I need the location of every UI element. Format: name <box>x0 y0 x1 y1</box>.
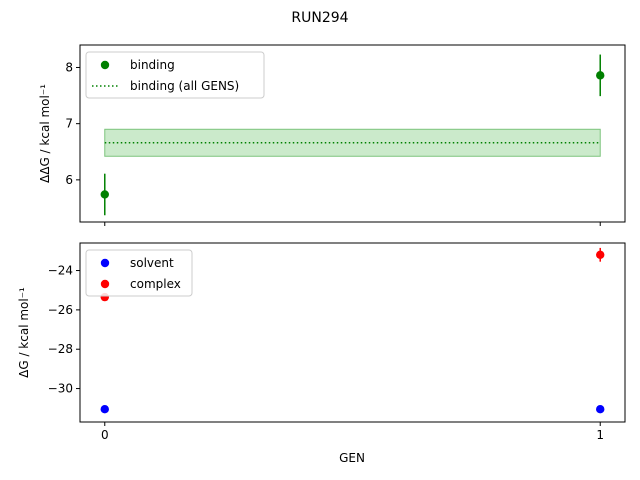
top-y-tick-label: 7 <box>65 117 73 131</box>
top-binding-legend-marker <box>100 60 110 70</box>
bottom-legend-box <box>85 249 193 297</box>
top-binding-point <box>596 71 605 80</box>
top-y-tick-label: 8 <box>65 60 73 74</box>
bottom-y-tick-label: −26 <box>48 303 73 317</box>
bottom-solvent-legend-label: solvent <box>130 256 174 270</box>
bottom-solvent-point <box>100 405 109 414</box>
bottom-y-tick-label: −24 <box>48 264 73 278</box>
bottom-solvent-point <box>596 405 605 414</box>
bottom-panel: −30 −28 −26 −24 0 1 ΔG / kcal mol⁻¹ solvent comp… <box>17 242 626 442</box>
bottom-y-tick-label: −28 <box>48 342 73 356</box>
top-binding-all-gens--legend-label: binding (all GENS) <box>130 79 239 93</box>
top-legend: binding binding (all GENS) <box>85 51 265 99</box>
top-legend-box <box>85 51 265 99</box>
top-axes-frame <box>79 44 626 223</box>
bottom-y-tick-label: −30 <box>48 382 73 396</box>
top-y-tick-label: 6 <box>65 173 73 187</box>
bottom-legend: solvent complex <box>85 249 193 297</box>
bottom-complex-legend-label: complex <box>130 277 181 291</box>
top-binding-point <box>100 190 109 199</box>
bottom-solvent-legend-marker <box>100 258 110 268</box>
bottom-axes-frame <box>79 242 626 423</box>
bottom-y-axis-label: ΔG / kcal mol⁻¹ <box>17 287 31 378</box>
bottom-complex-legend-marker <box>100 279 110 289</box>
figure-title: RUN294 <box>291 10 348 26</box>
x-axis-label: GEN <box>339 451 365 465</box>
top-y-axis-label: ΔΔG / kcal mol⁻¹ <box>38 84 52 183</box>
top-binding-legend-label: binding <box>130 58 175 72</box>
bottom-complex-point <box>596 250 605 260</box>
x-tick-label: 0 <box>101 428 109 442</box>
x-tick-label: 1 <box>596 428 604 442</box>
